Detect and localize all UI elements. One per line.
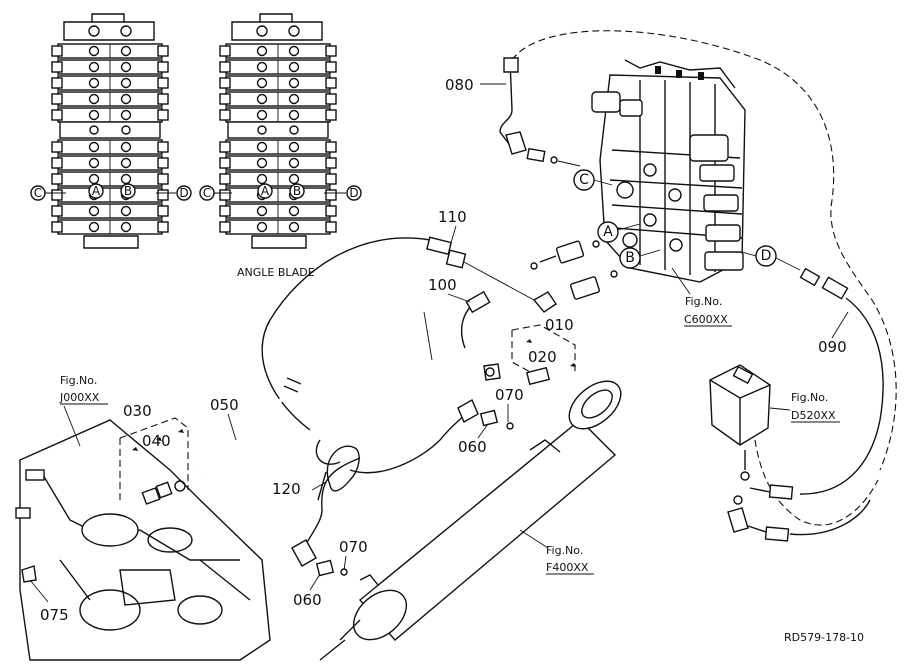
label-110: 110 <box>438 208 467 226</box>
inset-port-b-left-label: B <box>124 184 132 198</box>
inset-port-c-left <box>30 185 46 201</box>
inset-port-d-right <box>346 185 362 201</box>
port-d-label: D <box>761 248 772 264</box>
inset-valve-right <box>219 13 337 249</box>
inset-port-markers-left: C A B D <box>30 183 192 201</box>
control-valve-assembly <box>591 59 746 283</box>
inset-port-b-left <box>120 183 136 199</box>
hose-090 <box>749 267 884 500</box>
label-100: 100 <box>428 276 457 294</box>
frame-assembly <box>15 419 271 661</box>
clamp-120 <box>311 439 360 501</box>
inset-port-a-left-label: A <box>92 184 101 198</box>
figure-refs: Fig.No. J000XX Fig.No. C600XX Fig.No. D5… <box>59 267 840 575</box>
drawing-code: RD579-178-10 <box>784 631 864 644</box>
inset-port-c-left-label: C <box>34 186 42 200</box>
inset-port-c-right-label: C <box>203 186 211 200</box>
label-020: 020 <box>528 348 557 366</box>
hose-050 <box>199 296 433 474</box>
hose-lower-left <box>291 457 361 577</box>
hose-080 <box>499 57 581 167</box>
figref-j000-line1: Fig.No. <box>60 374 97 387</box>
inset-port-markers-right: C A B D <box>199 183 362 201</box>
port-a-label: A <box>603 224 613 240</box>
figref-j000-line2: J000XX <box>59 391 100 404</box>
label-060-lower: 060 <box>293 591 322 609</box>
figref-f400-line2: F400XX <box>546 561 589 574</box>
hose-lower-right <box>727 499 871 542</box>
hose-110 <box>261 236 535 431</box>
port-b-marker: B <box>619 247 661 269</box>
figref-d520-line2: D520XX <box>791 409 836 422</box>
port-b-label: B <box>625 250 635 266</box>
fitting-port-a <box>530 240 600 270</box>
label-120: 120 <box>272 480 301 498</box>
cylinder-assembly <box>319 380 622 661</box>
figref-c600-line1: Fig.No. <box>685 295 722 308</box>
inset-port-a-right <box>257 183 273 199</box>
component-d520 <box>709 364 771 505</box>
label-075: 075 <box>40 606 69 624</box>
fitting-port-b <box>532 270 618 313</box>
label-050: 050 <box>210 396 239 414</box>
inset-port-d-right-label: D <box>349 186 358 200</box>
inset-port-b-right-label: B <box>293 184 301 198</box>
inset-port-c-right <box>199 185 215 201</box>
label-030: 030 <box>123 402 152 420</box>
port-c-marker: C <box>573 169 613 191</box>
hose-100 <box>461 290 491 349</box>
label-080: 080 <box>445 76 474 94</box>
fitting-group-030-040 <box>119 417 189 505</box>
part-labels: 080 110 100 010 020 070 060 050 030 040 … <box>29 76 849 624</box>
port-d-marker: D <box>741 245 801 271</box>
inset-caption: ANGLE BLADE <box>237 266 315 279</box>
figref-f400-line1: Fig.No. <box>546 544 583 557</box>
label-010: 010 <box>545 316 574 334</box>
label-070-upper: 070 <box>495 386 524 404</box>
label-090: 090 <box>818 338 847 356</box>
inset-port-b-right <box>289 183 305 199</box>
hose-middle <box>349 399 514 474</box>
inset-port-a-left <box>88 183 104 199</box>
port-c-label: C <box>579 172 589 188</box>
label-040: 040 <box>142 432 171 450</box>
fitting-group-010-020 <box>483 324 576 386</box>
inset-port-a-right-label: A <box>261 184 270 198</box>
figref-c600-line2: C600XX <box>684 313 728 326</box>
inset-port-d-left <box>176 185 192 201</box>
routing-loop-lower <box>754 439 879 526</box>
figref-d520-line1: Fig.No. <box>791 391 828 404</box>
inset-port-d-left-label: D <box>179 186 188 200</box>
inset-valve-left <box>51 13 169 249</box>
label-070-lower: 070 <box>339 538 368 556</box>
port-a-marker: A <box>597 221 641 243</box>
routing-loop-upper <box>511 30 897 471</box>
label-060-upper: 060 <box>458 438 487 456</box>
